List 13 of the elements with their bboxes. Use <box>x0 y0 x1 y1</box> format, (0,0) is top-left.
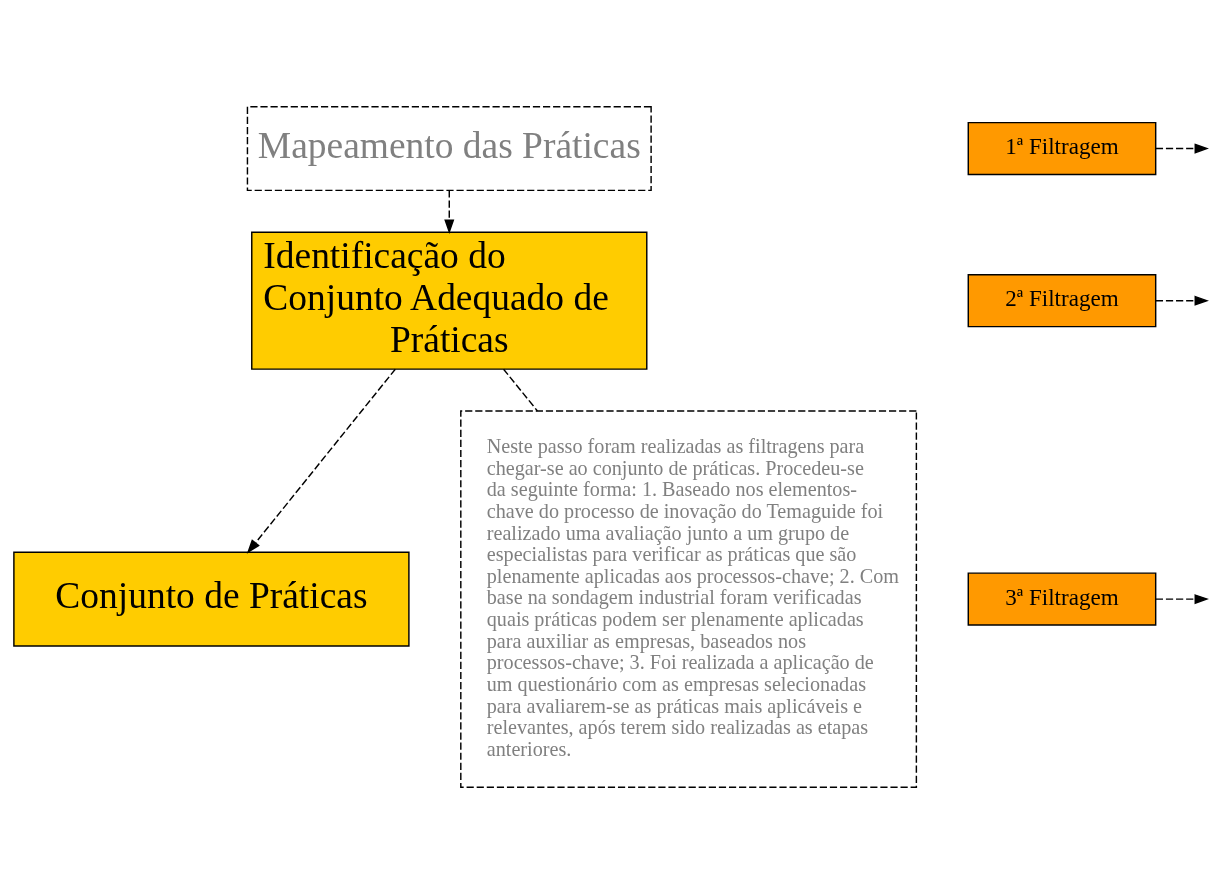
arrow <box>444 189 455 234</box>
arrow <box>1155 295 1209 306</box>
node-box: Conjunto de Práticas <box>13 551 410 647</box>
node-box: 3ª Filtragem <box>967 571 1157 626</box>
node-box: Mapeamento das Práticas <box>246 105 652 191</box>
arrow <box>1155 143 1209 154</box>
node-box: 1ª Filtragem <box>967 121 1157 175</box>
arrow <box>1155 593 1209 604</box>
arrow <box>246 367 397 554</box>
node-box: Neste passo foram realizadas as filtragens para chegar-se ao conjunto de práticas. Procedeu-se da seguinte forma: 1. Baseado nos elementos-chave do processo de inovação do Temaguide foi realizado uma avaliação junto a um grupo de especialistas para verificar as práticas que são plenamente aplicadas aos processos-chave; 2. Com base na sondagem industrial foram verificadas quais práticas podem ser plenamente aplicadas para auxiliar as empresas, baseados nos processos-chave; 3. Foi realizada a aplicação de um questionário com as empresas selecionadas para avaliarem-se as práticas mais aplicáveis e relevantes, após terem sido realizadas as etapas anteriores. <box>460 409 918 788</box>
node-box: 2ª Filtragem <box>967 273 1157 327</box>
node-box: Identificação do Conjunto Adequado de Práticas <box>251 230 648 370</box>
connector <box>502 367 539 412</box>
